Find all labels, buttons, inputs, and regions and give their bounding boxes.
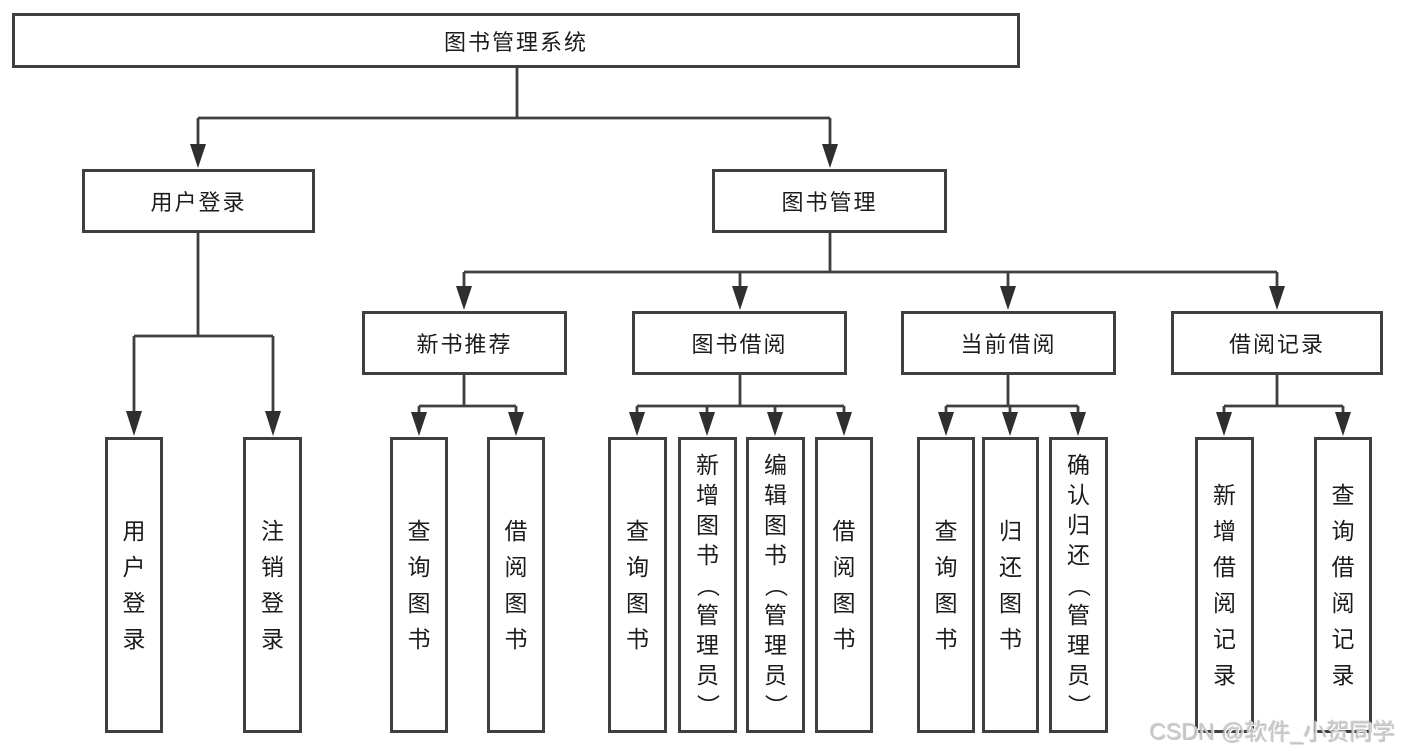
node-borrow-record: 借阅记录 xyxy=(1171,311,1383,375)
node-book-management: 图书管理 xyxy=(712,169,947,233)
node-current-borrow: 当前借阅 xyxy=(901,311,1116,375)
leaf-borrow-books-recommend: 借阅图书 xyxy=(487,437,545,733)
leaf-logout: 注销登录 xyxy=(243,437,302,733)
leaf-add-books-admin: 新增图书（管理员） xyxy=(678,437,737,733)
node-new-book-recommend: 新书推荐 xyxy=(362,311,567,375)
leaf-query-borrow-record: 查询借阅记录 xyxy=(1314,437,1372,733)
leaf-edit-books-admin: 编辑图书（管理员） xyxy=(746,437,805,733)
leaf-query-books-current: 查询图书 xyxy=(917,437,975,733)
leaf-add-borrow-record: 新增借阅记录 xyxy=(1195,437,1254,733)
leaf-query-books-borrow: 查询图书 xyxy=(608,437,667,733)
node-user-login: 用户登录 xyxy=(82,169,315,233)
node-book-borrow: 图书借阅 xyxy=(632,311,847,375)
node-root-library-management-system: 图书管理系统 xyxy=(12,13,1020,68)
leaf-borrow-books: 借阅图书 xyxy=(815,437,873,733)
leaf-return-books: 归还图书 xyxy=(982,437,1039,733)
leaf-user-login: 用户登录 xyxy=(105,437,163,733)
leaf-confirm-return-admin: 确认归还（管理员） xyxy=(1049,437,1108,733)
leaf-query-books-recommend: 查询图书 xyxy=(390,437,448,733)
csdn-watermark: CSDN @软件_小贺同学 xyxy=(1150,719,1396,745)
